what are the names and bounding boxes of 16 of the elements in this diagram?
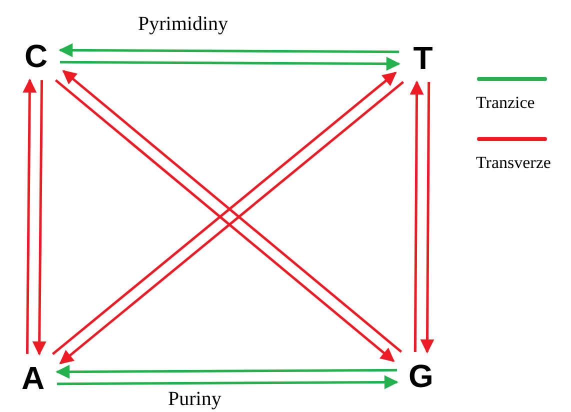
arrow [410, 80, 424, 352]
arrow [58, 43, 400, 58]
legend-label: Transverze [476, 154, 551, 171]
arrow [32, 80, 46, 356]
base-letter: G [408, 358, 434, 394]
base-letter: A [21, 360, 45, 396]
arrow [60, 56, 400, 71]
arrow [57, 375, 398, 390]
base-letter: T [413, 40, 433, 76]
legend-label: Tranzice [476, 94, 535, 111]
group-label: Puriny [168, 389, 222, 409]
arrow [56, 364, 397, 379]
arrow [22, 78, 37, 354]
base-letter: C [24, 38, 48, 74]
group-label: Pyrimidiny [138, 14, 228, 34]
arrow [420, 82, 434, 354]
